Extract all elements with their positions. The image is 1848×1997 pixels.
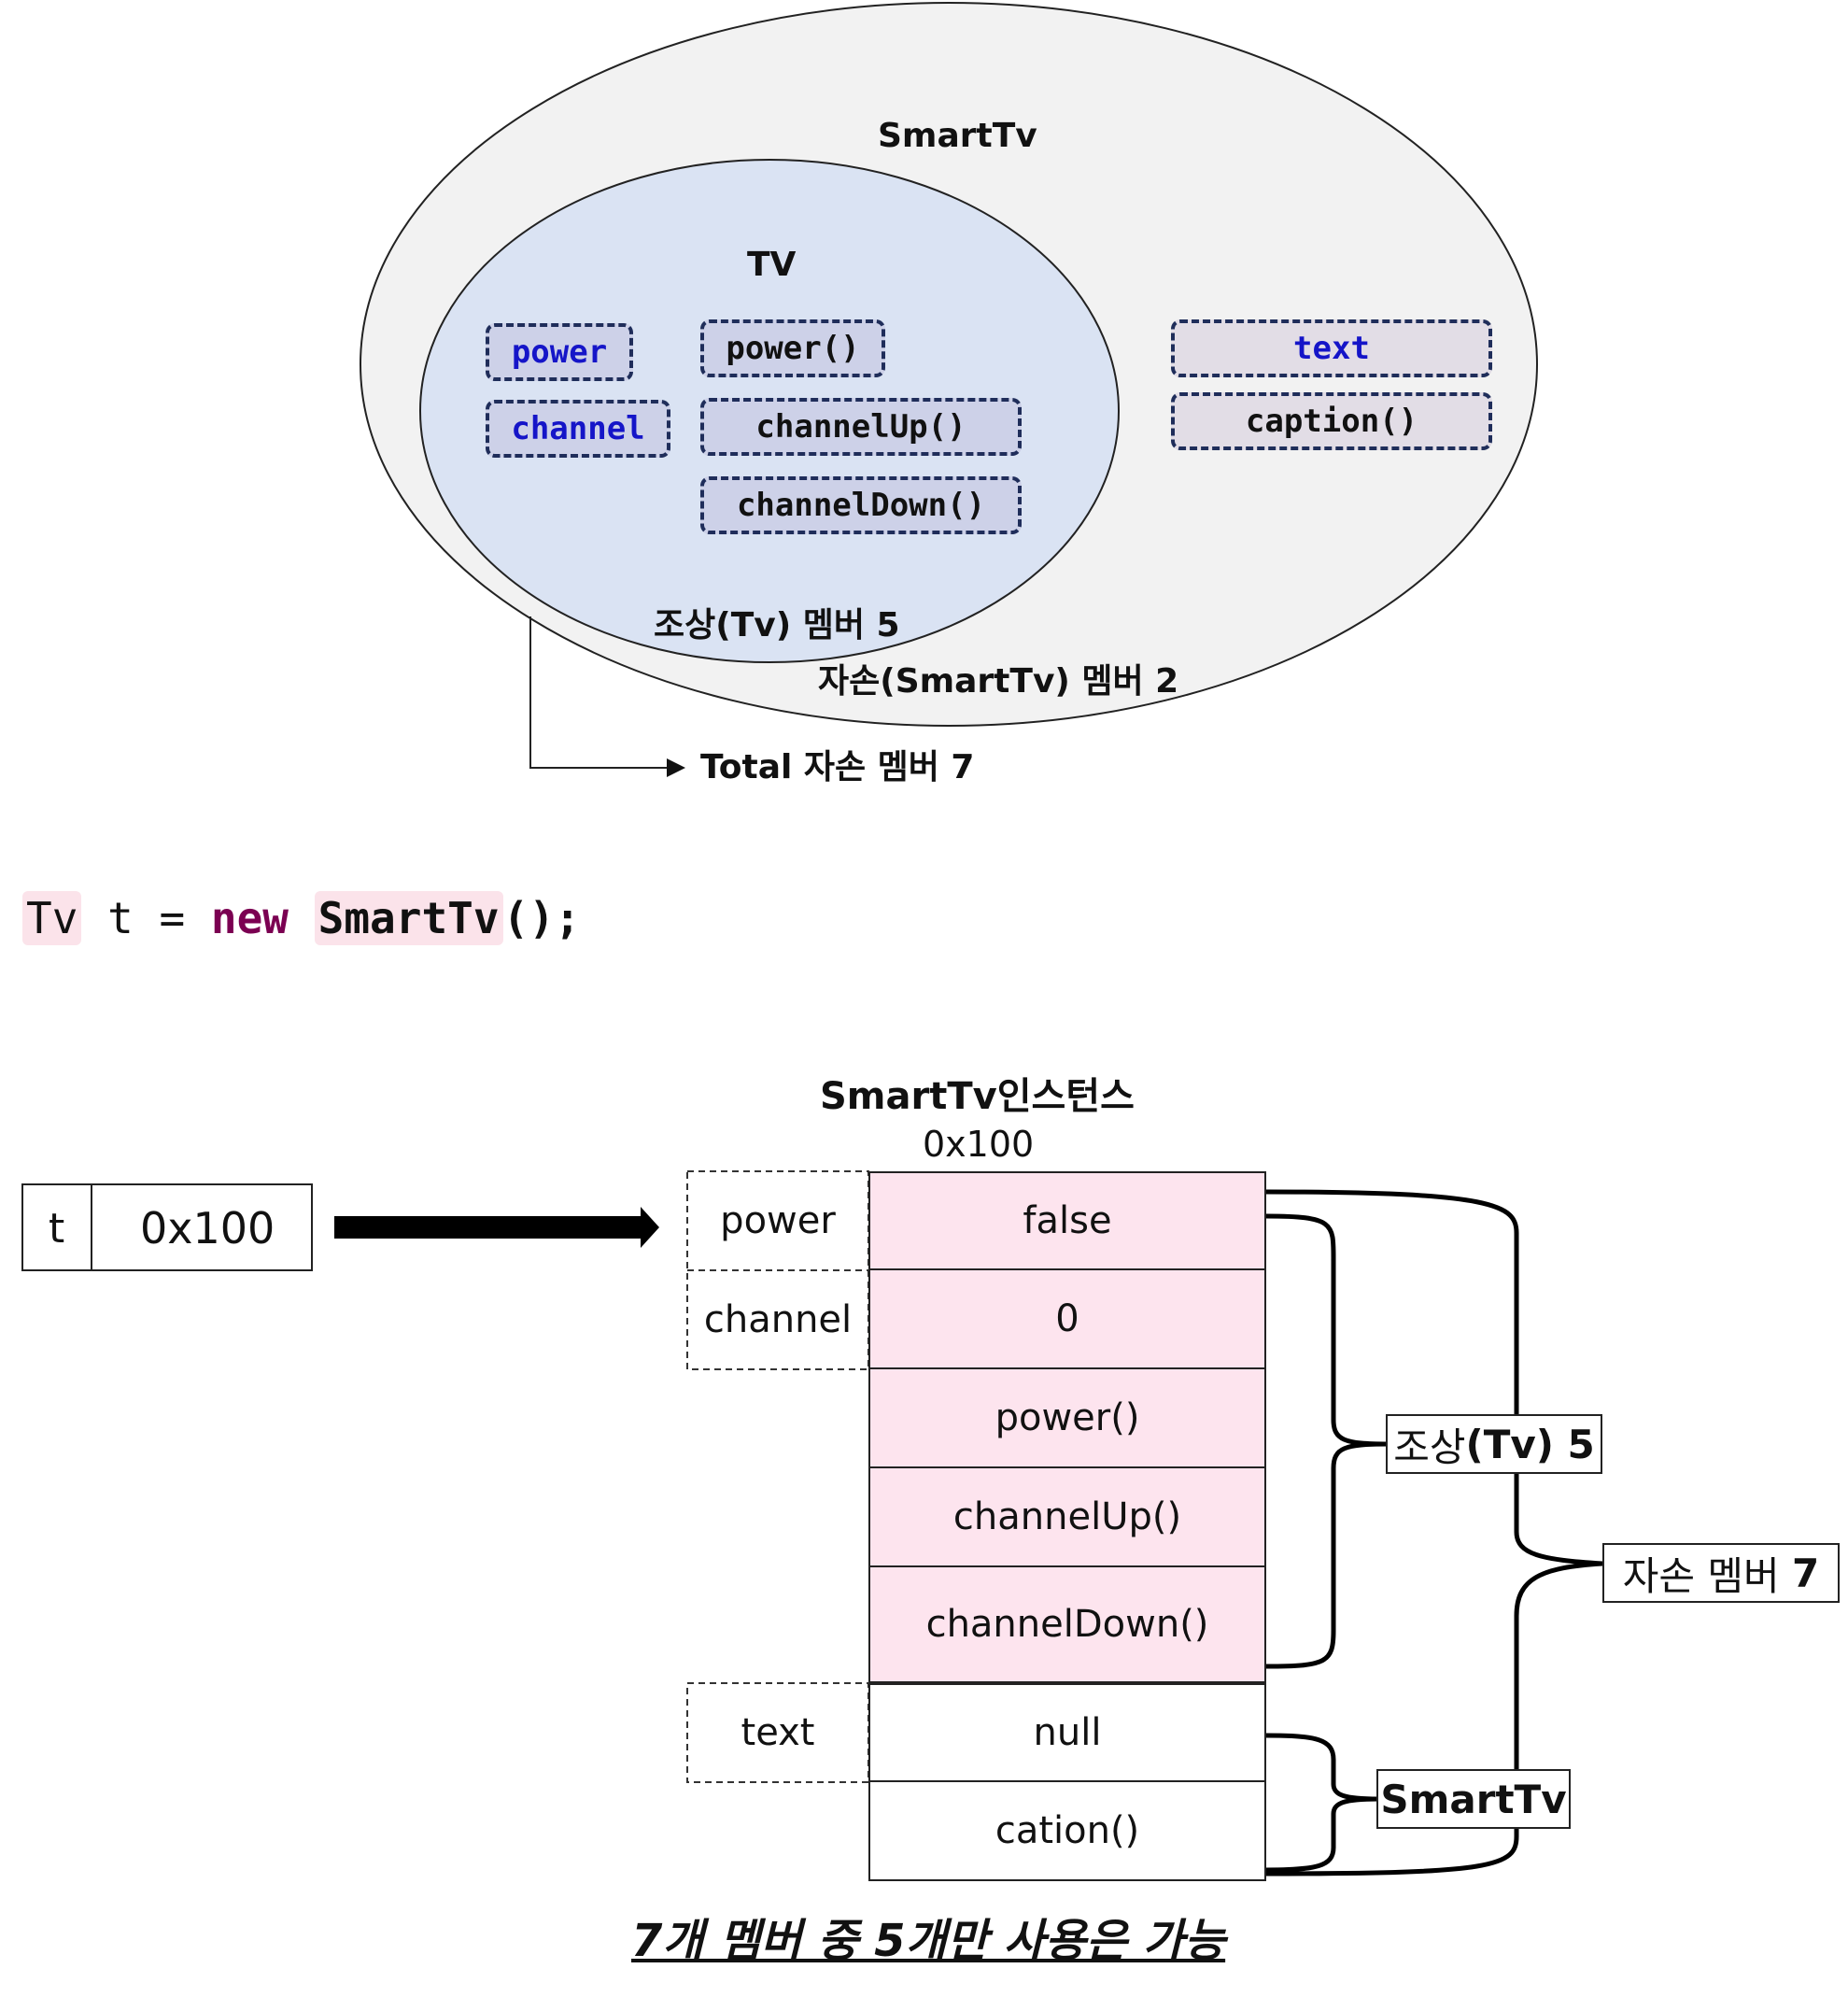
code-type: Tv [22,891,82,945]
code-line: Tv t = new SmartTv(); [22,891,581,945]
row-name-text: text [741,1711,815,1754]
row-name-power: power [720,1199,836,1242]
cell-power-method: power() [868,1369,1266,1468]
tv-method-power: power() [700,319,885,377]
smarttv-label: SmartTv [878,117,1037,155]
reference-box [21,1183,313,1271]
descendant-brace [1265,1189,1603,1877]
cell-channel-value: 0 [868,1270,1266,1369]
reference-var: t [49,1205,65,1253]
code-keyword: new [210,893,289,943]
instance-address: 0x100 [923,1124,1035,1165]
row-name-channel: channel [703,1298,853,1341]
cell-channeldown-method: channelDown() [868,1567,1266,1683]
code-space [289,893,315,943]
tv-field-channel: channel [486,400,670,458]
smarttv-brace [1265,1733,1379,1873]
cell-power-value: false [868,1171,1266,1270]
code-ctor: SmartTv [314,891,503,945]
descendant-brace-label: 자손 멤버 7 [1602,1543,1840,1603]
smarttv-method-caption: caption() [1171,392,1492,450]
total-member-caption: Total 자손 멤버 7 [700,748,975,786]
tv-field-power: power [486,323,633,381]
pointer-arrow-shaft [334,1216,642,1239]
pointer-arrow-head [641,1207,659,1248]
code-var: t = [81,893,211,943]
cell-channelup-method: channelUp() [868,1468,1266,1567]
tv-method-channeldown: channelDown() [700,476,1022,534]
footer-caption: 7개 멤버 중 5개만 사용은 가능 [631,1915,1226,1967]
ancestor-brace [1265,1213,1389,1669]
descendant-member-caption: 자손(SmartTv) 멤버 2 [818,662,1179,701]
ancestor-member-caption: 조상(Tv) 멤버 5 [654,606,900,644]
code-tail: (); [502,893,581,943]
total-connector-line [529,616,685,777]
reference-value: 0x100 [140,1203,275,1253]
cell-caption-method: cation() [868,1782,1266,1881]
smarttv-field-text: text [1171,319,1492,377]
smarttv-brace-label: SmartTv [1376,1769,1571,1829]
ancestor-brace-label: 조상(Tv) 5 [1386,1414,1602,1474]
instance-title: SmartTv인스턴스 [820,1075,1135,1118]
ancestor-brace-prefix: 조상 [1393,1423,1466,1470]
descendant-brace-bold: 7 [1792,1550,1820,1596]
ancestor-brace-bold: (Tv) 5 [1465,1421,1595,1467]
cell-text-value: null [868,1683,1266,1782]
tv-method-channelup: channelUp() [700,398,1022,456]
tv-label: TV [747,246,797,284]
descendant-brace-prefix: 자손 멤버 [1622,1552,1793,1599]
